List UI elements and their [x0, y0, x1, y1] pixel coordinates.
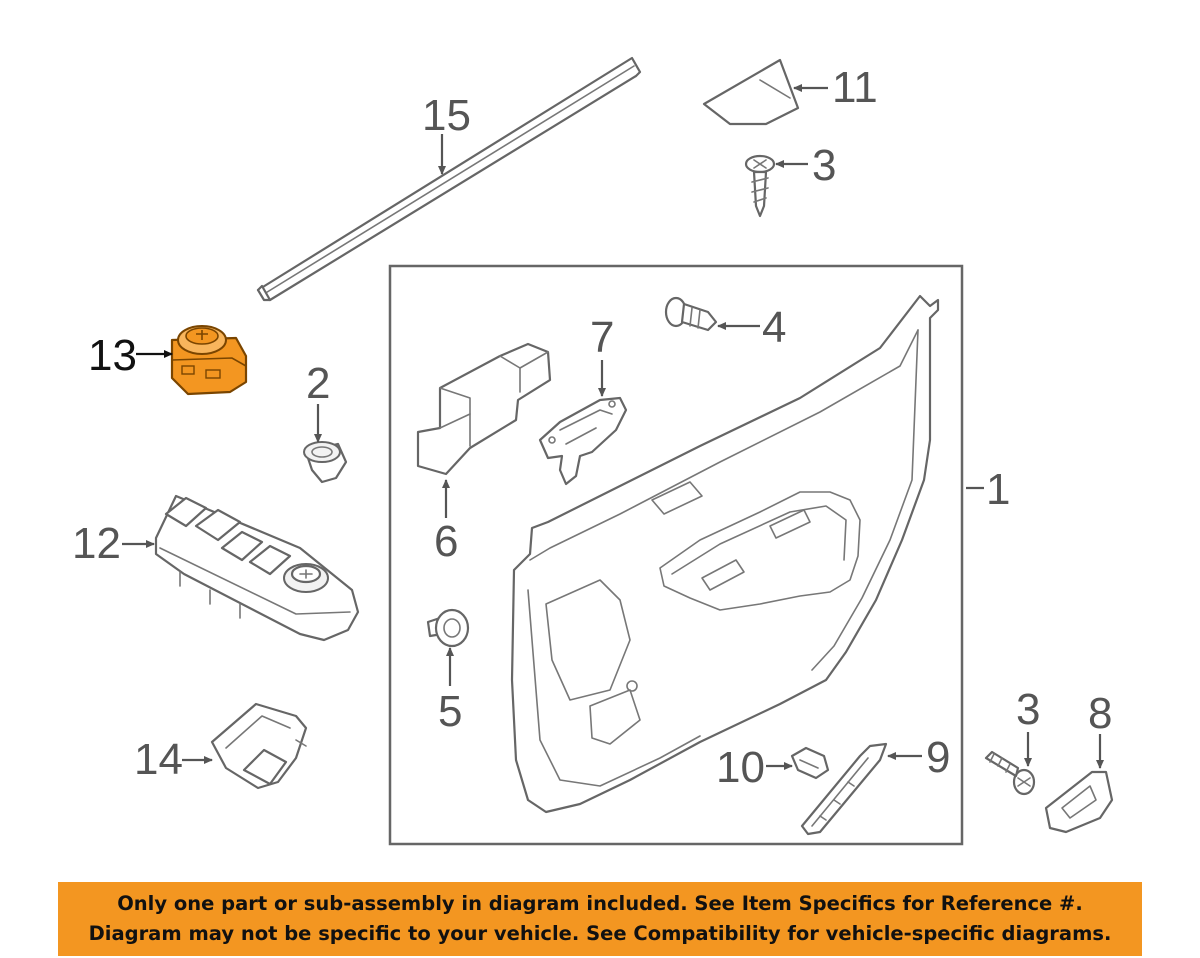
part-4-fastener: [664, 296, 718, 332]
part-13-switch: [170, 325, 248, 396]
part-2-grommet: [303, 441, 348, 484]
part-5-clip: [426, 608, 470, 648]
callout-15: 15: [422, 91, 471, 140]
part-3-screw-lower: [984, 750, 1036, 796]
callout-1: 1: [986, 465, 1010, 514]
callout-12: 12: [72, 519, 121, 568]
part-8-trim: [1044, 770, 1114, 834]
part-9-garnish: [800, 742, 888, 836]
disclaimer-banner: Only one part or sub-assembly in diagram…: [58, 882, 1142, 956]
callout-3-lower: 3: [1016, 685, 1040, 734]
callout-11: 11: [832, 63, 878, 112]
callout-9: 9: [926, 733, 950, 782]
callout-8: 8: [1088, 689, 1112, 738]
callout-3-upper: 3: [812, 141, 836, 190]
part-3-screw-upper: [744, 154, 776, 218]
callout-6: 6: [434, 517, 458, 566]
callout-14: 14: [134, 735, 183, 784]
callout-2: 2: [306, 359, 330, 408]
disclaimer-line-2: Diagram may not be specific to your vehi…: [88, 922, 1112, 945]
part-6-bracket: [416, 342, 552, 476]
part-11-cover: [702, 58, 800, 126]
callout-10: 10: [716, 743, 765, 792]
callout-13: 13: [88, 331, 137, 380]
door-trim-frame: [388, 264, 964, 846]
part-15-weatherstrip: [256, 56, 642, 302]
callout-5: 5: [438, 687, 462, 736]
part-1-door-trim-panel: [510, 294, 940, 814]
parts-diagram: 15 11 3 4 13 2 7 6 1 12 5 14 10 9 3 8: [72, 56, 1114, 846]
callout-4: 4: [762, 303, 786, 352]
part-12-window-switch: [154, 494, 360, 642]
part-14-switch: [210, 702, 308, 790]
callout-7: 7: [590, 313, 614, 362]
disclaimer-line-1: Only one part or sub-assembly in diagram…: [117, 892, 1083, 915]
part-7-handle: [538, 396, 628, 486]
part-10-bulb: [790, 746, 830, 780]
